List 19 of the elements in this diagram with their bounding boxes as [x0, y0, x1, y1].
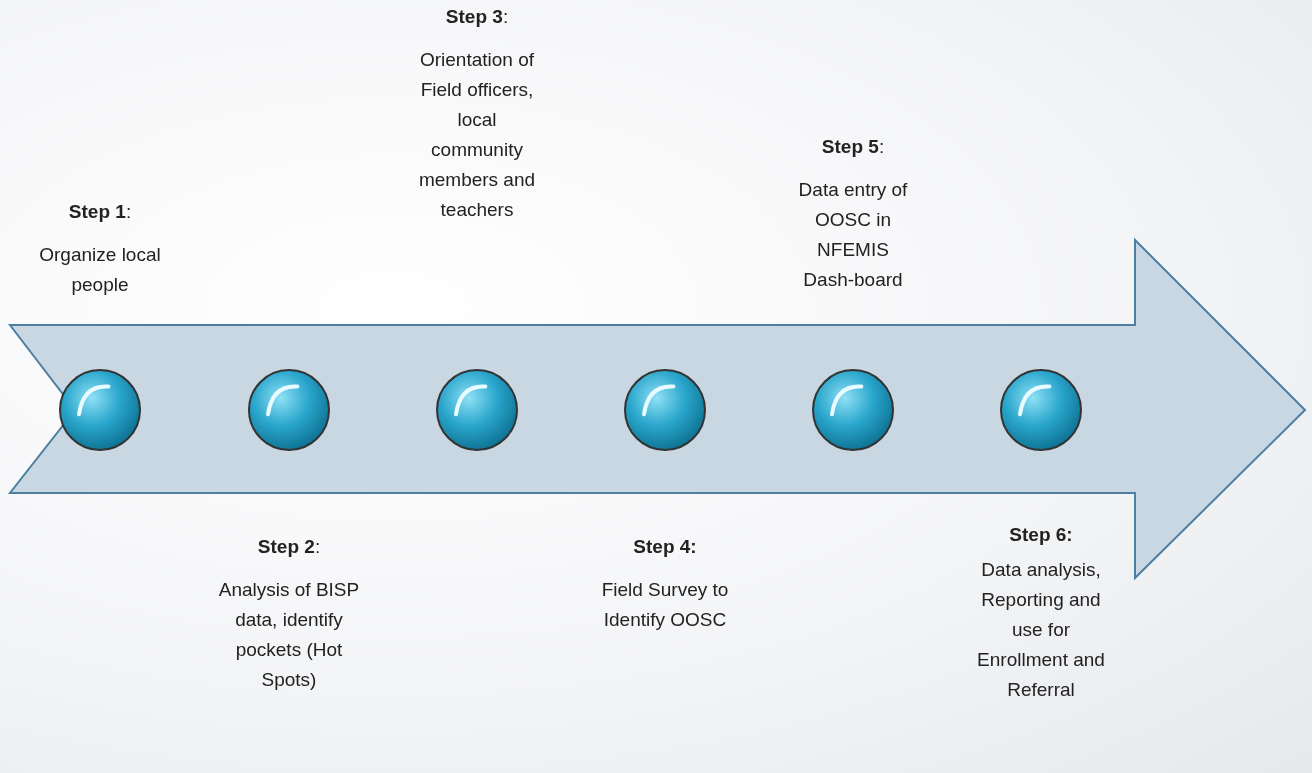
step-description: Data entry of OOSC in NFEMIS Dash-board [797, 178, 909, 292]
timeline-dot [811, 368, 895, 452]
timeline-dot [623, 368, 707, 452]
step-heading: Step 2: [256, 535, 322, 559]
step-description: Organize local people [38, 243, 162, 297]
timeline-dot [435, 368, 519, 452]
step-heading: Step 1: [67, 200, 133, 224]
timeline-arrow [10, 240, 1306, 580]
step-heading: Step 4: [632, 535, 698, 559]
step-description: Orientation of Field officers, local community members and teachers [417, 48, 537, 222]
step-heading: Step 5: [820, 135, 886, 159]
step-description: Field Survey to Identify OOSC [600, 578, 730, 632]
timeline-dot [58, 368, 142, 452]
step-description: Analysis of BISP data, identify pockets (Hot Spots) [217, 578, 361, 692]
step-description: Data analysis, Reporting and use for Enrollment and Referral [976, 558, 1106, 702]
timeline-dot [247, 368, 331, 452]
step-heading: Step 3: [444, 5, 510, 29]
step-heading: Step 6: [1008, 523, 1074, 547]
timeline-dot [999, 368, 1083, 452]
